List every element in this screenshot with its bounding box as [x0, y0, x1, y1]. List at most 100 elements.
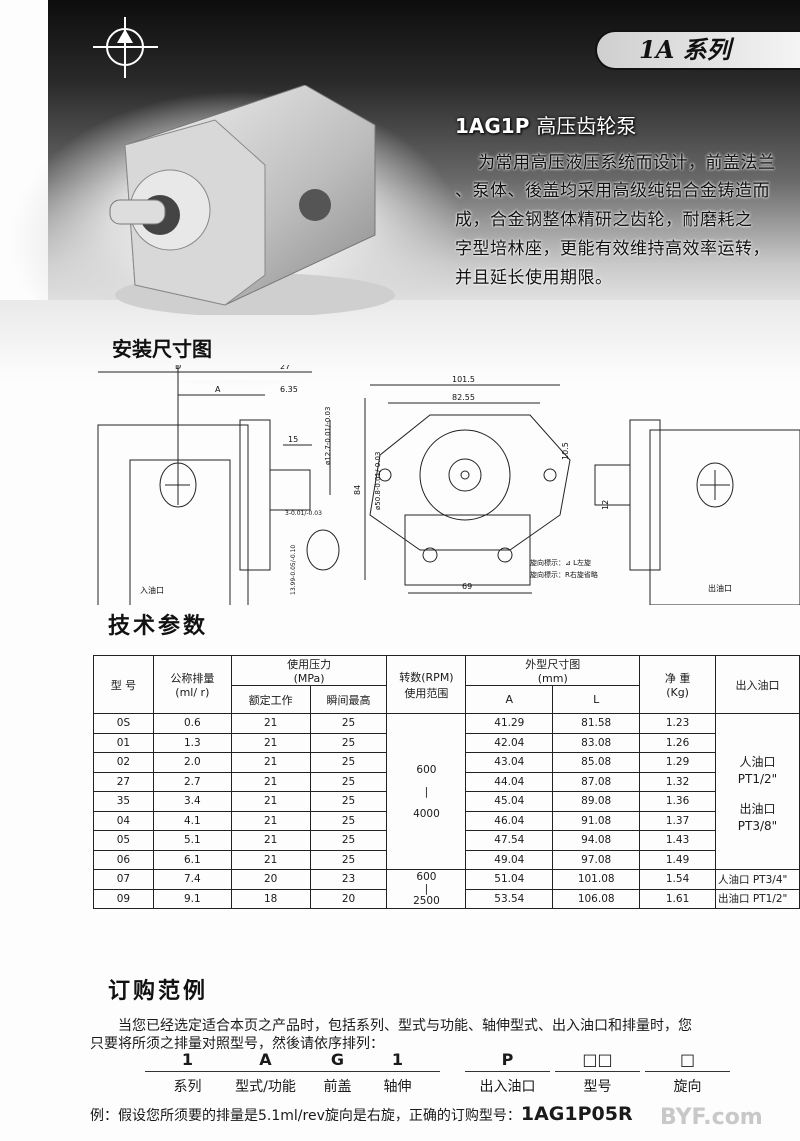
table-cell: 25: [309, 830, 388, 851]
code-value: 1: [355, 1050, 440, 1072]
table-cell: 09: [93, 888, 154, 909]
dim-15: 15: [288, 435, 298, 444]
table-cell: 101.08: [552, 869, 641, 890]
table-cell: 89.08: [552, 791, 641, 812]
installation-drawing: D 27 A 6.35 15 ø12.7-0.01/-0.03 3-0.01/-…: [97, 365, 800, 605]
order-code-segment: 1 轴伸: [345, 1050, 450, 1096]
table-cell: 106.08: [552, 888, 641, 909]
dim-pilot: ø50.8-0.01/-0.03: [374, 452, 382, 510]
description-line: 、泵体、後盖均采用高级纯铝合金铸造而: [455, 181, 770, 201]
code-value: G: [295, 1050, 380, 1072]
outlet-label: 出油口: [708, 583, 732, 593]
table-cell: 05: [93, 830, 154, 851]
code-label: 轴伸: [383, 1079, 412, 1095]
table-cell: 1.61: [639, 888, 717, 909]
order-code-segment: G 前盖: [285, 1050, 390, 1096]
table-cell: 1.37: [639, 810, 717, 831]
rotation-left-note: 旋向標示：⊿ L左旋: [530, 558, 591, 567]
code-value: □: [645, 1050, 730, 1072]
table-cell: 600|4000: [386, 713, 467, 870]
table-cell: 51.04: [465, 869, 554, 890]
table-cell: 35: [93, 791, 154, 812]
code-label: 型式/功能: [235, 1079, 296, 1095]
table-cell: 06: [93, 849, 154, 870]
dim-12: 12: [601, 500, 610, 510]
table-cell: 43.04: [465, 752, 554, 773]
table-cell: 97.08: [552, 849, 641, 870]
background-swoosh: [0, 300, 800, 380]
table-cell: 1.32: [639, 771, 717, 792]
header-peak: 瞬间最高: [309, 685, 388, 714]
rotation-right-note: 旋向標示：R右旋省略: [530, 570, 598, 579]
dim-105: 10.5: [561, 442, 570, 460]
table-cell: 1.49: [639, 849, 717, 870]
order-code-segment: 1 系列: [135, 1050, 240, 1096]
table-cell: 49.04: [465, 849, 554, 870]
product-name: 高压齿轮泵: [536, 114, 637, 138]
table-cell: 2.0: [152, 752, 232, 773]
table-cell: 21: [230, 752, 311, 773]
header-l: L: [552, 685, 641, 714]
code-label: 出入油口: [479, 1079, 536, 1095]
dim-a: A: [215, 385, 221, 394]
description-line: 为常用高压液压系统而设计，前盖法兰: [478, 153, 776, 173]
header-pressure: 使用压力(MPa): [230, 655, 388, 686]
code-value: A: [223, 1050, 308, 1072]
example-code: 1AG1P05R: [520, 1103, 633, 1125]
table-cell: 23: [309, 869, 388, 890]
dim-84: 84: [353, 485, 362, 495]
code-value: 1: [145, 1050, 230, 1072]
order-code-segment: □旋向: [635, 1050, 740, 1096]
table-cell: 0S: [93, 713, 154, 734]
code-value: P: [465, 1050, 550, 1072]
code-label: 前盖: [323, 1079, 352, 1095]
table-cell: 4.1: [152, 810, 232, 831]
order-text: 只要将所须之排量对照型号，然後请依序排列：: [90, 1036, 384, 1052]
table-cell: 21: [230, 849, 311, 870]
table-cell: 25: [309, 713, 388, 734]
product-title: 1AG1P 高压齿轮泵: [455, 110, 636, 139]
table-cell: 53.54: [465, 888, 554, 909]
header-rpm: 转数(RPM)使用范围: [386, 655, 467, 714]
table-cell: 1.36: [639, 791, 717, 812]
table-cell: 41.29: [465, 713, 554, 734]
order-title: 订购范例: [108, 978, 209, 1004]
table-cell: 20: [309, 888, 388, 909]
table-cell: 25: [309, 849, 388, 870]
header-a: A: [465, 685, 554, 714]
table-cell: 20: [230, 869, 311, 890]
table-cell: 04: [93, 810, 154, 831]
header-rated: 额定工作: [230, 685, 311, 714]
header-dimensions: 外型尺寸图(mm): [465, 655, 641, 686]
table-cell: 21: [230, 771, 311, 792]
table-cell: 1.26: [639, 732, 717, 753]
table-cell: 21: [230, 810, 311, 831]
dim-shaft: ø12.7-0.01/-0.03: [324, 407, 332, 465]
table-cell: 出油口 PT1/2": [715, 888, 800, 909]
code-label: 型号: [583, 1079, 612, 1095]
table-cell: 人油口 PT3/4": [715, 869, 800, 890]
table-cell: 25: [309, 791, 388, 812]
table-cell: 600|2500: [386, 869, 467, 909]
table-cell: 44.04: [465, 771, 554, 792]
table-cell: 25: [309, 752, 388, 773]
table-cell: 25: [309, 771, 388, 792]
table-cell: 0.6: [152, 713, 232, 734]
dim-8255: 82.55: [452, 393, 475, 402]
header-displacement: 公称排量(ml/ r): [152, 655, 232, 714]
table-cell: 27: [93, 771, 154, 792]
order-code-segment: A 型式/功能: [213, 1050, 318, 1096]
table-cell: 1.3: [152, 732, 232, 753]
table-cell: 21: [230, 732, 311, 753]
table-cell: 25: [309, 810, 388, 831]
header-weight: 净 重(Kg): [639, 655, 717, 714]
header-ports: 出入油口: [715, 655, 800, 714]
code-label: 系列: [173, 1079, 202, 1095]
table-cell: 02: [93, 752, 154, 773]
table-cell: 1.43: [639, 830, 717, 851]
table-cell: 21: [230, 713, 311, 734]
table-cell: 87.08: [552, 771, 641, 792]
